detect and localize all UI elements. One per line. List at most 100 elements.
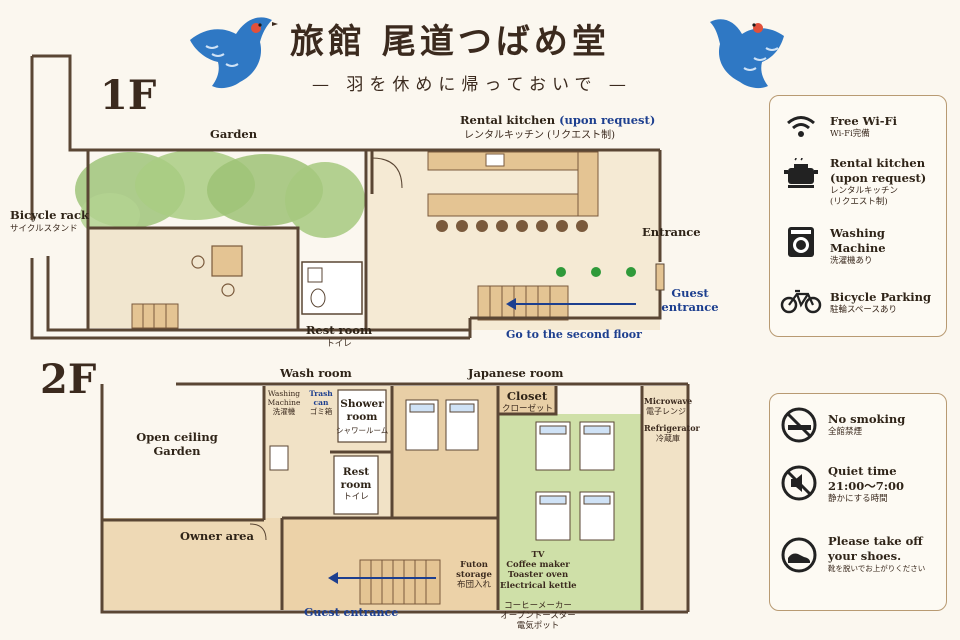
quiet-icon xyxy=(781,465,817,501)
trash-jp: ゴミ箱 xyxy=(309,407,333,416)
shower-line1: Shower xyxy=(340,398,384,410)
rule-quiet-title: Quiet time xyxy=(828,464,897,478)
amenity-bicycle: Bicycle Parking 駐輪スペースあり xyxy=(830,290,931,316)
tv-item-0: TV xyxy=(531,550,545,560)
amenity-washing-sub: 洗濯機あり xyxy=(830,255,873,266)
label-trash-can: Trash can ゴミ箱 xyxy=(306,389,336,416)
floor-2-plan xyxy=(100,382,690,614)
open-garden-line1: Open ceiling xyxy=(136,430,218,444)
tv-item-3: Electrical kettle xyxy=(500,580,577,591)
label-entrance: Entrance xyxy=(642,225,701,239)
stairs-2f xyxy=(359,559,441,605)
futon-line1: Futon xyxy=(460,560,488,570)
rule-no-shoes-title2: your shoes. xyxy=(828,548,902,563)
washing-jp: 洗濯機 xyxy=(272,407,296,416)
shower-line2: room xyxy=(346,411,378,424)
amenity-kitchen-note: (upon request) xyxy=(830,170,927,185)
amenity-washing-title: Washing xyxy=(830,226,885,240)
label-futon-storage: Futon storage 布団入れ xyxy=(452,560,496,591)
amenity-kitchen-sub2: (リクエスト制) xyxy=(830,197,888,208)
rule-no-shoes-title: Please take off xyxy=(828,534,923,548)
pot-icon xyxy=(784,158,818,188)
washing-line2: Machine xyxy=(267,398,301,407)
label-rental-kitchen: Rental kitchen (upon request) xyxy=(460,113,655,127)
amenity-wifi-sub: Wi-Fi完備 xyxy=(830,128,870,139)
trash-line1: Trash xyxy=(309,389,333,398)
label-guest-entrance-1f: Guest entrance xyxy=(660,286,720,315)
label-shower-room: Shower room xyxy=(338,398,386,424)
tv-item-2: Toaster oven xyxy=(507,570,569,581)
label-washing-machine-2f: Washing Machine 洗濯機 xyxy=(266,389,302,416)
amenity-bicycle-title: Bicycle Parking xyxy=(830,290,932,304)
washing-machine-icon xyxy=(788,227,814,257)
stairs-garden xyxy=(131,303,179,329)
restroom-2f-line1: Rest xyxy=(342,466,370,478)
rule-no-smoking: No smoking 全館禁煙 xyxy=(828,412,905,438)
no-shoes-icon xyxy=(781,537,817,573)
swallow-icon-right xyxy=(710,19,784,89)
rule-quiet-time: Quiet time 21:00〜7:00 静かにする時間 xyxy=(828,464,904,505)
rule-no-smoking-title: No smoking xyxy=(828,412,906,426)
floor-1-plan xyxy=(30,54,665,340)
amenity-washing: Washing Machine 洗濯機あり xyxy=(830,226,886,267)
amenity-kitchen: Rental kitchen (upon request) レンタルキッチン (… xyxy=(830,156,926,209)
label-tv-equipment-jp: コーヒーメーカー オーブントースター 電気ポット xyxy=(490,601,586,632)
floor-1-label: 1F xyxy=(100,72,157,119)
rule-no-shoes: Please take off your shoes. 靴を脱いでお上がりくださ… xyxy=(828,534,925,574)
rule-quiet-sub: 静かにする時間 xyxy=(828,493,888,504)
label-rental-kitchen-jp: レンタルキッチン (リクエスト制) xyxy=(464,130,615,141)
label-restroom-2f: Rest room トイレ xyxy=(334,466,378,502)
beds-wood-room xyxy=(405,399,479,451)
label-garden: Garden xyxy=(210,127,258,141)
amenity-bicycle-sub: 駐輪スペースあり xyxy=(830,304,897,315)
beds-tatami xyxy=(535,421,615,541)
rental-kitchen-text: Rental kitchen xyxy=(460,113,556,127)
restroom-2f-line2: room xyxy=(340,479,372,492)
label-restroom-1f: Rest room xyxy=(305,323,373,337)
label-refrigerator: Refrigerator 冷蔵庫 xyxy=(644,423,700,443)
washing-line1: Washing xyxy=(267,389,301,398)
no-smoking-icon xyxy=(781,407,817,443)
label-bicycle-rack: Bicycle rack xyxy=(10,208,89,222)
wifi-icon xyxy=(787,116,815,137)
label-guest-entrance-2f: Guest entrance xyxy=(304,606,399,619)
label-tv-equipment: TV Coffee maker Toaster oven Electrical … xyxy=(500,550,577,591)
rule-no-smoking-sub: 全館禁煙 xyxy=(828,426,863,437)
amenity-wifi-title: Free Wi-Fi xyxy=(830,114,898,128)
fridge-en: Refrigerator xyxy=(644,423,700,433)
restroom-2f-jp: トイレ xyxy=(343,492,369,503)
label-closet-jp: クローゼット xyxy=(502,404,554,414)
swallow-icon-left xyxy=(190,17,278,89)
label-restroom-1f-jp: トイレ xyxy=(326,339,352,349)
microwave-en: Microwave xyxy=(644,396,693,406)
label-go-second-floor: Go to the second floor xyxy=(506,328,642,341)
futon-line2: storage xyxy=(456,570,492,581)
fridge-jp: 冷蔵庫 xyxy=(656,433,680,443)
label-open-ceiling-garden: Open ceiling Garden xyxy=(132,430,222,459)
tv-item-1: Coffee maker xyxy=(506,560,570,571)
amenities-panel: Free Wi-Fi Wi-Fi完備 Rental kitchen (upon … xyxy=(769,95,947,337)
amenity-kitchen-title: Rental kitchen xyxy=(830,156,926,170)
kitchen-stools xyxy=(436,220,588,232)
label-shower-room-jp: シャワールーム xyxy=(336,426,389,435)
rule-no-shoes-sub: 靴を脱いでお上がりください xyxy=(828,563,926,573)
garden-bushes xyxy=(75,150,365,238)
amenity-washing-title2: Machine xyxy=(830,240,886,255)
microwave-jp: 電子レンジ xyxy=(646,406,686,416)
futon-jp: 布団入れ xyxy=(456,580,491,591)
amenity-kitchen-sub: レンタルキッチン xyxy=(830,185,899,196)
label-microwave: Microwave 電子レンジ xyxy=(644,396,693,416)
tv-jp-1: オーブントースター xyxy=(500,611,576,622)
rental-kitchen-note: (upon request) xyxy=(559,113,656,127)
label-bicycle-rack-jp: サイクルスタンド xyxy=(10,224,78,234)
rules-panel: No smoking 全館禁煙 Quiet time 21:00〜7:00 静か… xyxy=(769,393,947,611)
label-closet: Closet xyxy=(506,389,548,403)
tv-jp-2: 電気ポット xyxy=(516,621,560,632)
trash-line2: can xyxy=(313,398,329,407)
open-garden-line2: Garden xyxy=(153,444,201,459)
label-wash-room: Wash room xyxy=(280,366,352,380)
bicycle-icon xyxy=(780,289,822,314)
label-japanese-room: Japanese room xyxy=(468,366,564,380)
guest-entrance-line2: entrance xyxy=(661,300,719,315)
page-title: 旅館 尾道つばめ堂 xyxy=(290,22,610,62)
